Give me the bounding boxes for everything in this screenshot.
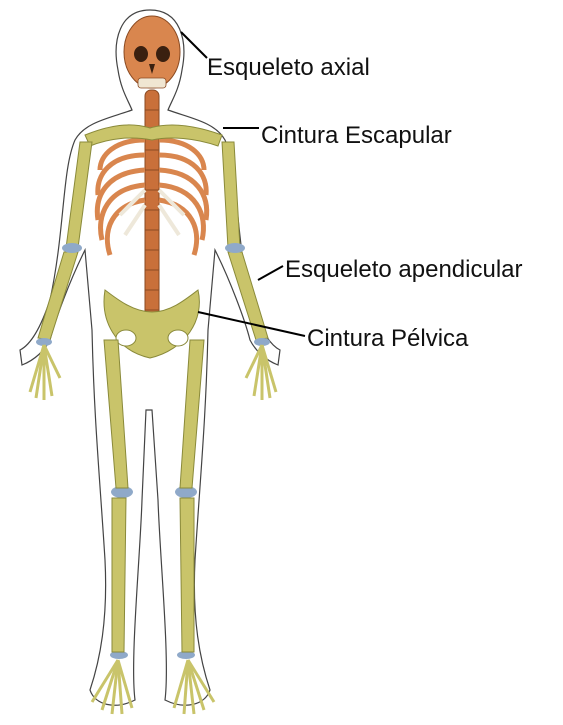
feet xyxy=(92,660,214,714)
label-esqueleto-axial: Esqueleto axial xyxy=(207,56,370,80)
label-cintura-pelvica: Cintura Pélvica xyxy=(307,327,468,351)
label-cintura-escapular: Cintura Escapular xyxy=(261,124,452,148)
label-esqueleto-apendicular: Esqueleto apendicular xyxy=(285,258,523,282)
leader-axial xyxy=(181,32,207,58)
leader-apendicular xyxy=(258,266,283,280)
skull xyxy=(124,16,180,88)
